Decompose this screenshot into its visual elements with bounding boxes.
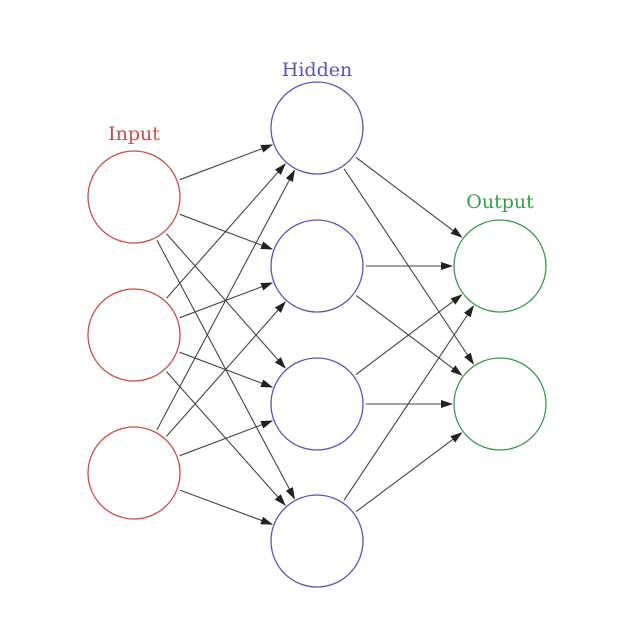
output-layer-label: Output xyxy=(466,191,534,213)
output-node-1 xyxy=(453,219,547,313)
hidden-layer-label: Hidden xyxy=(282,59,352,81)
hidden-node-3 xyxy=(270,357,364,451)
connection-hidden-4-to-output-2 xyxy=(355,432,463,513)
hidden-node-4 xyxy=(270,494,364,588)
connection-input-2-to-hidden-1 xyxy=(166,163,286,299)
connections xyxy=(156,144,475,525)
input-layer-label: Input xyxy=(108,123,160,145)
connection-input-3-to-hidden-3 xyxy=(179,420,274,457)
connection-input-1-to-hidden-1 xyxy=(179,144,274,181)
neurons xyxy=(87,81,547,588)
output-node-2 xyxy=(453,357,547,451)
hidden-node-2 xyxy=(270,219,364,313)
input-node-2 xyxy=(87,288,181,382)
connection-hidden-1-to-output-1 xyxy=(355,157,463,238)
hidden-node-1 xyxy=(270,81,364,175)
connection-hidden-4-to-output-1 xyxy=(343,305,474,501)
input-node-1 xyxy=(87,150,181,244)
connection-hidden-3-to-output-1 xyxy=(355,294,463,375)
input-node-3 xyxy=(87,426,181,520)
connection-input-3-to-hidden-4 xyxy=(179,489,273,525)
connection-input-3-to-hidden-2 xyxy=(166,301,286,437)
connection-input-3-to-hidden-1 xyxy=(156,169,295,430)
